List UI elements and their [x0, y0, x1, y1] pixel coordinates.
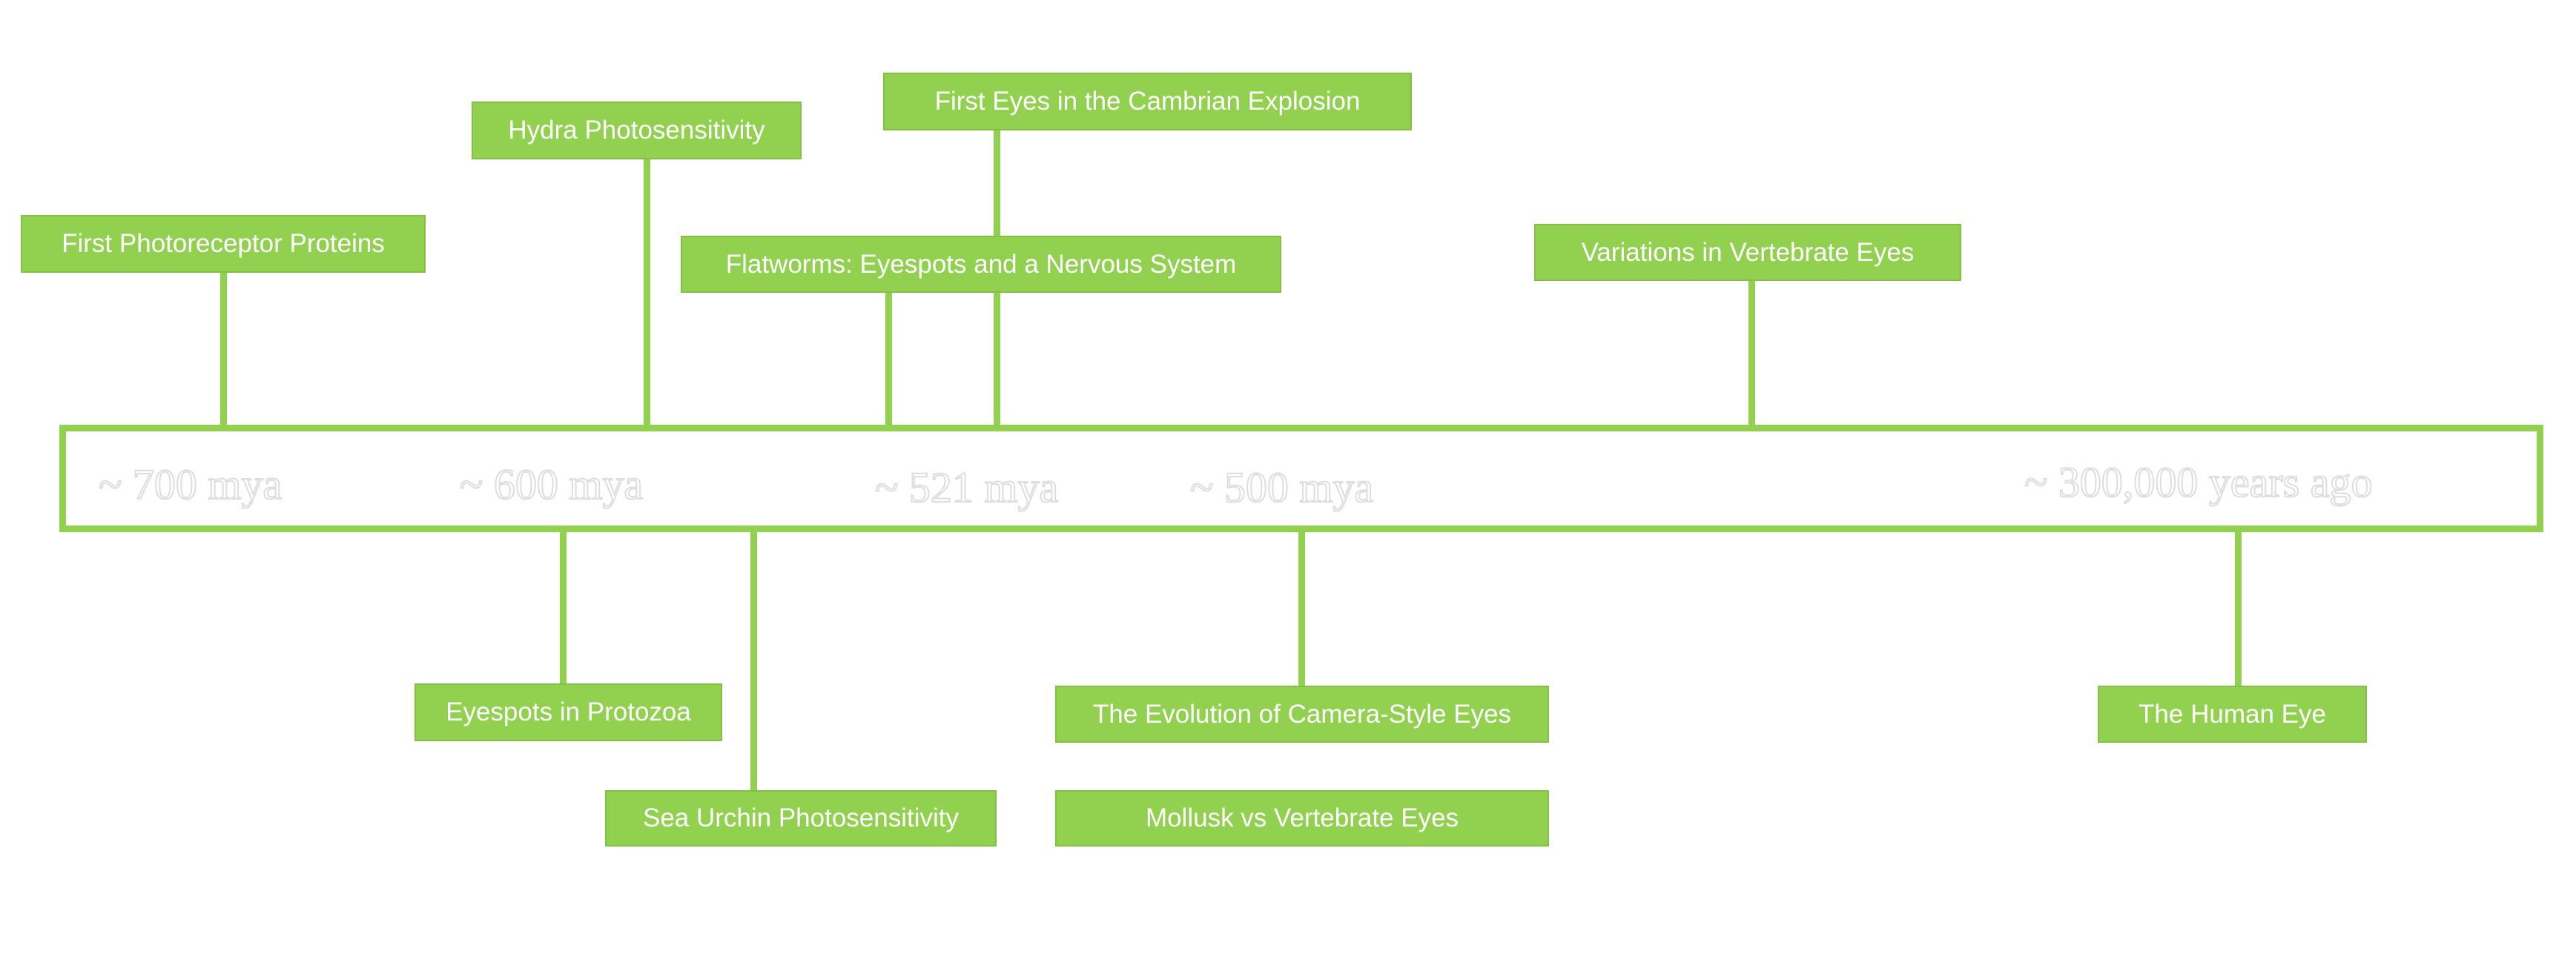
connector-flatworms	[885, 293, 892, 428]
connector-human-eye	[2235, 529, 2242, 687]
era-label-521-mya: ~ 521 mya	[874, 463, 1059, 511]
era-label-300000-years-ago: ~ 300,000 years ago	[2024, 458, 2373, 506]
event-hydra-photosensitivity[interactable]: Hydra Photosensitivity	[472, 102, 802, 159]
event-the-human-eye[interactable]: The Human Eye	[2098, 686, 2367, 743]
event-flatworms-eyespots-nervous-system[interactable]: Flatworms: Eyespots and a Nervous System	[681, 236, 1281, 293]
event-first-eyes-cambrian-explosion[interactable]: First Eyes in the Cambrian Explosion	[883, 73, 1412, 130]
connector-first-photoreceptor	[220, 273, 227, 428]
timeline-bar	[59, 425, 2543, 532]
event-mollusk-vs-vertebrate-eyes[interactable]: Mollusk vs Vertebrate Eyes	[1055, 790, 1549, 847]
connector-eyespots-protozoa	[560, 529, 567, 685]
era-label-700-mya: ~ 700 mya	[98, 460, 283, 508]
event-first-photoreceptor-proteins[interactable]: First Photoreceptor Proteins	[21, 215, 426, 273]
event-variations-vertebrate-eyes[interactable]: Variations in Vertebrate Eyes	[1534, 224, 1961, 281]
connector-hydra	[644, 159, 650, 428]
event-eyespots-in-protozoa[interactable]: Eyespots in Protozoa	[415, 683, 722, 741]
connector-vertebrate-variations	[1748, 281, 1755, 428]
event-camera-style-eyes[interactable]: The Evolution of Camera-Style Eyes	[1055, 686, 1549, 743]
era-label-500-mya: ~ 500 mya	[1189, 463, 1374, 511]
event-sea-urchin-photosensitivity[interactable]: Sea Urchin Photosensitivity	[605, 790, 997, 847]
connector-camera-eyes	[1298, 529, 1305, 687]
connector-sea-urchin	[750, 529, 757, 792]
era-label-600-mya: ~ 600 mya	[459, 460, 644, 508]
